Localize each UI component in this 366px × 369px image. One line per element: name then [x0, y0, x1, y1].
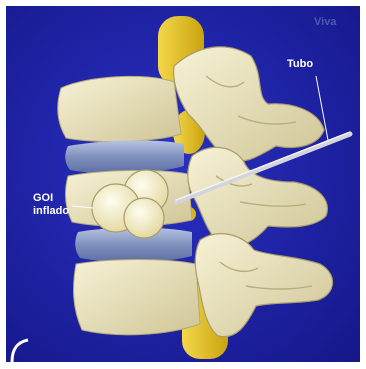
- illustration-frame: Tubo GOI inflado Viva: [6, 6, 360, 362]
- label-goi-line1: GOI: [33, 192, 69, 205]
- label-tubo: Tubo: [287, 58, 313, 71]
- vertebra-upper-body: [58, 76, 181, 141]
- disc-upper: [65, 140, 184, 173]
- label-goi-inflado: GOI inflado: [33, 192, 69, 218]
- label-goi-line2: inflado: [33, 205, 69, 218]
- watermark: Viva: [314, 16, 336, 28]
- vertebra-lower-body: [74, 260, 200, 335]
